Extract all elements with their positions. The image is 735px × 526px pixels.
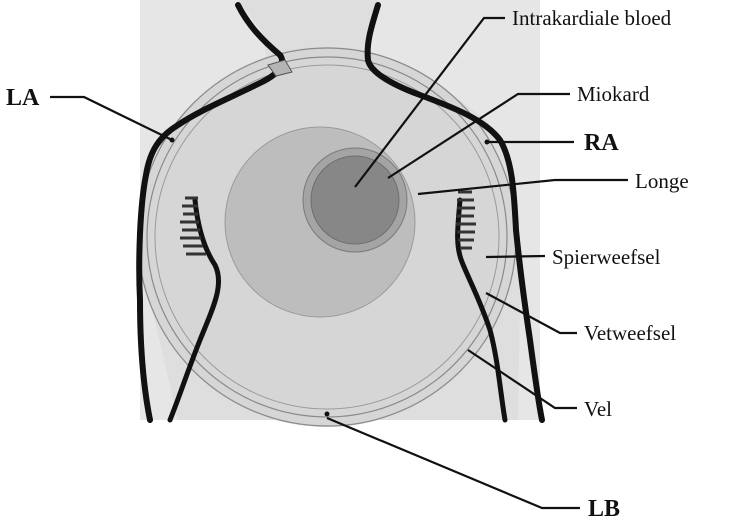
label-vel: Vel	[584, 397, 612, 421]
label-longe: Longe	[635, 169, 689, 193]
label-vetweefsel: Vetweefsel	[584, 321, 676, 345]
label-miokard: Miokard	[577, 82, 650, 106]
label-lb: LB	[588, 496, 620, 521]
leader-lb	[327, 418, 580, 508]
intracardiac-blood	[311, 156, 399, 244]
electrode-lb-point	[325, 412, 330, 417]
label-spierweefsel: Spierweefsel	[552, 245, 661, 269]
label-intrakardiale-bloed: Intrakardiale bloed	[512, 6, 672, 30]
label-ra: RA	[584, 130, 619, 156]
leader-spierweefsel	[486, 256, 545, 257]
label-la: LA	[6, 85, 40, 111]
